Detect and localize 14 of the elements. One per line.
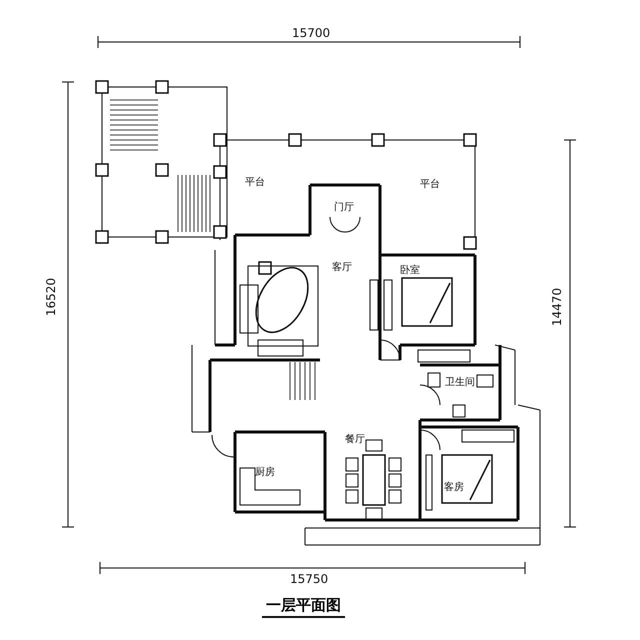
room-label: 平台	[420, 178, 440, 191]
dimension-text: 15750	[290, 572, 328, 586]
dimension-text: 14470	[550, 288, 564, 326]
drawing-title: 一层平面图	[262, 596, 345, 618]
room-label: 平台	[245, 176, 265, 189]
room-label: 客房	[444, 480, 464, 494]
room-label: 卫生间	[445, 376, 475, 389]
room-label: 门厅	[334, 200, 354, 214]
dimension-text: 15700	[292, 26, 330, 40]
dimension-text: 16520	[44, 278, 58, 316]
room-label: 厨房	[255, 466, 275, 479]
room-label: 客厅	[332, 260, 352, 274]
room-label: 餐厅	[345, 432, 365, 446]
room-label: 卧室	[400, 264, 420, 277]
